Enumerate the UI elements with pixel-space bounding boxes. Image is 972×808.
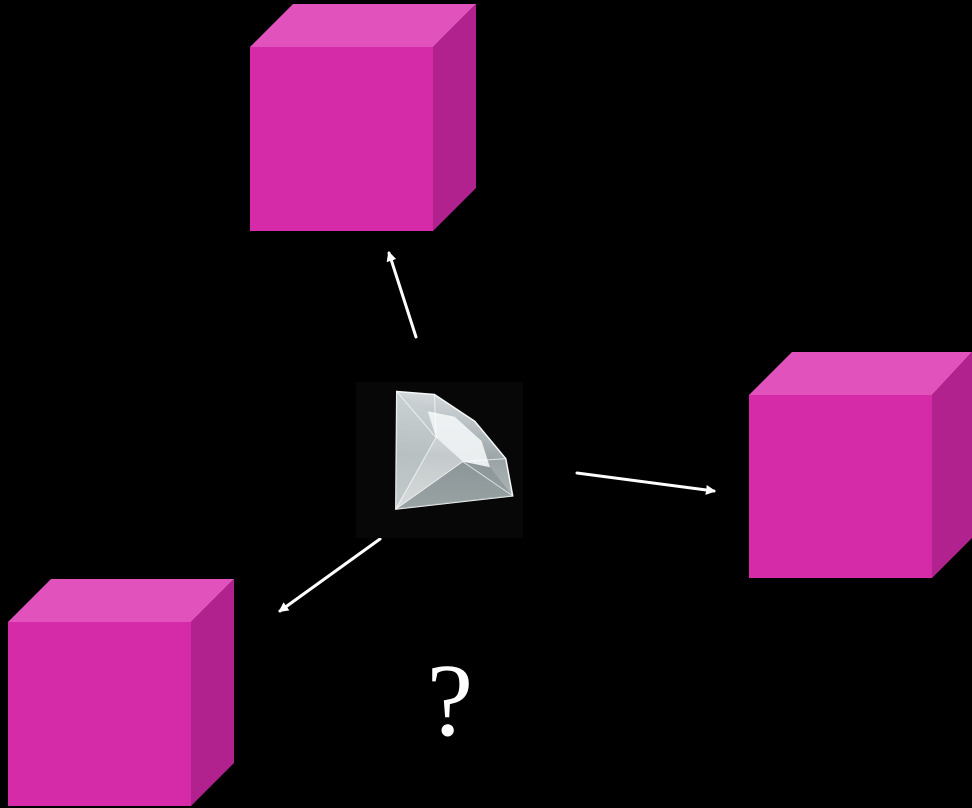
arrow-to-top-cube xyxy=(389,253,416,337)
cube-top xyxy=(250,4,476,231)
cube-top-front-face xyxy=(250,47,433,231)
arrow-to-bottom-left-cube xyxy=(280,539,380,611)
diamond-icon xyxy=(338,369,533,561)
cube-bottom-left-front-face xyxy=(8,622,191,806)
question-mark: ? xyxy=(405,636,495,766)
arrow-to-right-cube xyxy=(577,473,714,491)
cube-bottom-left xyxy=(8,579,234,806)
cube-right xyxy=(749,352,972,578)
cube-right-front-face xyxy=(749,395,932,578)
